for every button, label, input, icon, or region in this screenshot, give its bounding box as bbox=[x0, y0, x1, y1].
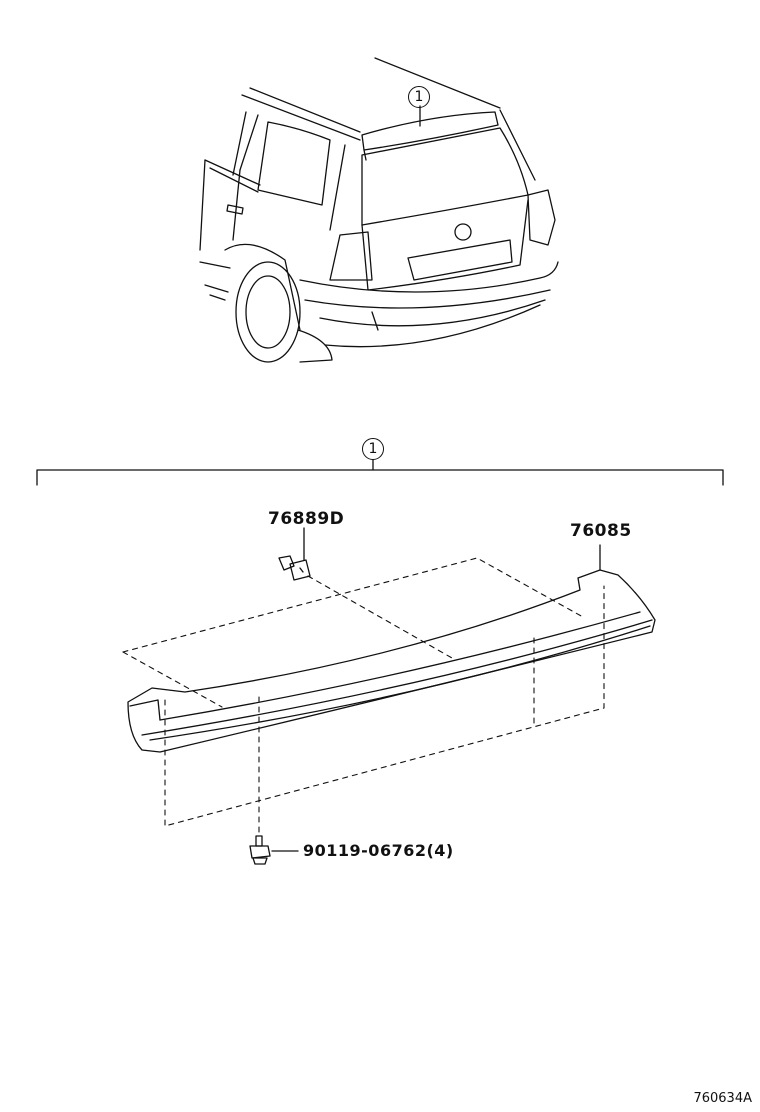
mounting-dashed-lines bbox=[122, 557, 605, 837]
spoiler-illustration bbox=[127, 569, 656, 753]
stop-lamp-cover-part bbox=[278, 555, 311, 581]
part-label-bolt: 90119-06762(4) bbox=[303, 841, 454, 860]
bolt-part bbox=[249, 835, 271, 865]
assembly-bracket bbox=[36, 469, 724, 486]
part-label-76085: 76085 bbox=[570, 521, 632, 541]
vehicle-illustration bbox=[199, 57, 559, 363]
callout-number-top: 1 bbox=[408, 86, 430, 108]
part-label-76889D: 76889D bbox=[268, 509, 345, 529]
callout-number-assembly: 1 bbox=[362, 438, 384, 460]
drawing-code: 760634A bbox=[693, 1091, 752, 1106]
